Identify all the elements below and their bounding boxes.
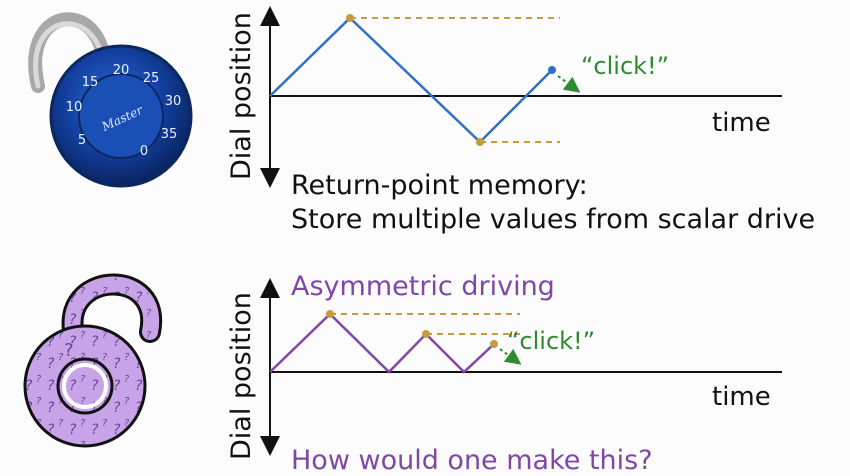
top-memory-point-low [476, 138, 484, 146]
top-caption-line1: Return-point memory: [291, 170, 588, 201]
dial-number: 25 [143, 71, 160, 86]
bottom-x-axis-label: time [712, 382, 771, 412]
bottom-click-label: “click!” [507, 327, 596, 355]
top-memory-point-high [346, 14, 354, 22]
dial-number: 5 [78, 133, 86, 148]
dial-number: 0 [140, 144, 148, 159]
top-trace-end-point [548, 66, 556, 74]
top-x-axis-label: time [712, 108, 771, 138]
top-drive-trace [269, 16, 553, 144]
bottom-footer-question: How would one make this? [291, 445, 653, 476]
dial-number: 20 [113, 63, 130, 78]
top-y-axis-label: Dial position [226, 12, 257, 180]
question-mark: ? [64, 340, 74, 361]
top-click-label: “click!” [581, 52, 670, 80]
dial-number: 30 [165, 94, 182, 109]
top-caption-line2: Store multiple values from scalar drive [291, 204, 816, 235]
question-mark-lock-icon: ? [23, 273, 163, 448]
top-click-arrow [557, 75, 581, 93]
bottom-memory-point-mid [422, 330, 430, 338]
bottom-memory-point-high [326, 310, 334, 318]
bottom-panel-title: Asymmetric driving [291, 271, 555, 302]
bottom-drive-trace [269, 312, 495, 374]
dial-number: 35 [161, 127, 178, 142]
diagram-canvas: ? ? 35 30 25 20 15 10 5 0 Master [23, 6, 782, 456]
bottom-trace-end-point [490, 340, 498, 348]
dial-number: 15 [82, 75, 99, 90]
combination-lock-icon: 35 30 25 20 15 10 5 0 Master [28, 12, 193, 188]
dial-number: 10 [66, 100, 83, 115]
bottom-y-axis-label: Dial position [226, 292, 257, 460]
